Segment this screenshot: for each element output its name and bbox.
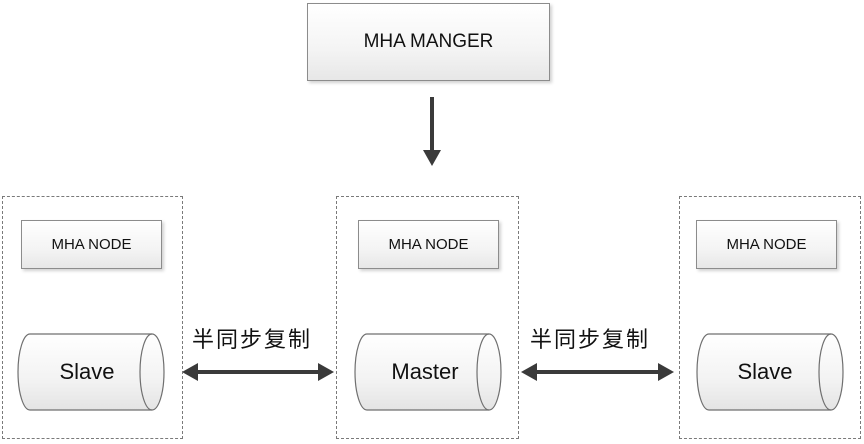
mha-manager-box: MHA MANGER <box>307 3 550 81</box>
master-db-label: Master <box>391 359 459 384</box>
replication-arrow-left <box>182 363 334 381</box>
semi-sync-replication-label-right: 半同步复制 <box>530 328 651 353</box>
master-server-group <box>336 196 519 439</box>
master-db-cylinder <box>354 333 502 411</box>
mha-node-label: MHA NODE <box>51 236 132 253</box>
mha-node-box-master: MHA NODE <box>358 220 499 269</box>
mha-manager-label: MHA MANGER <box>363 31 494 52</box>
replication-arrow-right <box>521 363 674 381</box>
semi-sync-replication-label-left: 半同步复制 <box>192 328 313 353</box>
slave-db-left-cylinder <box>17 333 165 411</box>
mha-node-box-left: MHA NODE <box>21 220 162 269</box>
slave-server-left-group <box>2 196 183 439</box>
mha-node-label: MHA NODE <box>388 236 469 253</box>
manager-to-master-arrow <box>423 97 441 166</box>
slave-server-right-group <box>679 196 861 439</box>
slave-db-right-label: Slave <box>737 359 793 384</box>
mha-node-box-right: MHA NODE <box>696 220 837 269</box>
mha-node-label: MHA NODE <box>726 236 807 253</box>
slave-db-right-cylinder <box>696 333 844 411</box>
slave-db-left-label: Slave <box>59 359 115 384</box>
